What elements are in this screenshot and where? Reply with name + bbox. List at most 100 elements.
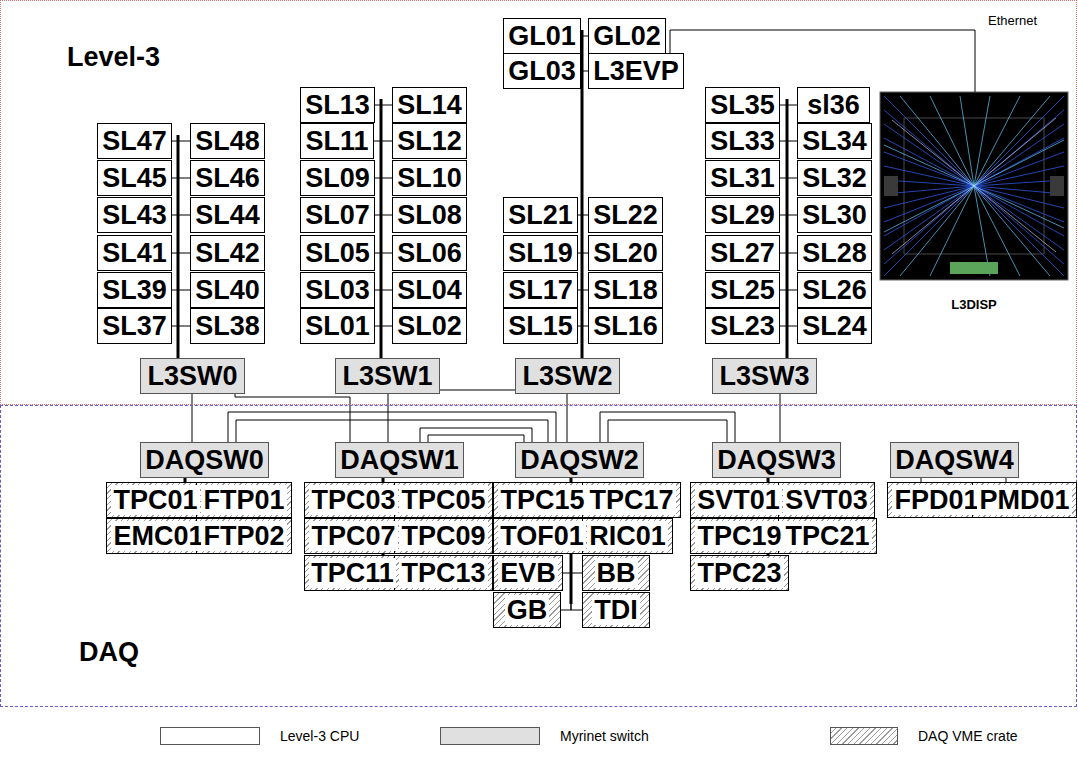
myrinet-link	[172, 290, 178, 358]
myrinet-link	[608, 420, 727, 442]
cpu-label: SL15	[508, 311, 573, 341]
cpu-box: SL46	[190, 160, 265, 196]
cpu-box: SL18	[588, 272, 663, 308]
cpu-box: SL01	[300, 308, 375, 344]
cpu-label: SL26	[802, 275, 867, 305]
myrinet-link	[178, 326, 190, 358]
cpu-label: sl36	[807, 90, 860, 120]
switch-label: DAQSW3	[717, 445, 836, 475]
switch-box: DAQSW2	[515, 442, 644, 478]
edge-label: Ethernet	[988, 13, 1037, 28]
switch-label: DAQSW0	[145, 445, 264, 475]
cpu-label: GL01	[508, 21, 576, 51]
switch-label: L3SW3	[719, 361, 809, 391]
crate-label: PMD01	[977, 485, 1071, 515]
cpu-box: SL07	[300, 197, 375, 233]
cpu-label: SL16	[593, 311, 658, 341]
crate-box: TPC21	[778, 518, 877, 554]
cpu-label: SL10	[397, 163, 462, 193]
crate-label: TPC13	[399, 558, 487, 588]
cpu-box: SL39	[97, 272, 172, 308]
myrinet-link	[178, 290, 190, 358]
cpu-label: SL17	[508, 275, 573, 305]
switch-box: DAQSW3	[712, 442, 841, 478]
cpu-box: SL28	[797, 235, 872, 271]
crate-label: BB	[595, 558, 638, 588]
legend-text: Myrinet switch	[560, 728, 649, 744]
cpu-box: SL15	[503, 308, 578, 344]
legend-swatch	[440, 727, 540, 745]
cpu-label: SL02	[397, 311, 462, 341]
crate-label: TPC03	[309, 485, 397, 515]
particle-tracks	[892, 118, 1056, 254]
cpu-box: SL23	[705, 308, 780, 344]
cpu-box: SL27	[705, 235, 780, 271]
myrinet-link	[787, 215, 797, 358]
myrinet-link	[172, 253, 178, 358]
cpu-box: SL31	[705, 160, 780, 196]
cpu-box: SL13	[300, 87, 375, 123]
cpu-label: SL08	[397, 200, 462, 230]
switch-box: DAQSW0	[140, 442, 269, 478]
cpu-label: SL22	[593, 200, 658, 230]
cpu-label: SL45	[102, 163, 167, 193]
cpu-label: SL46	[195, 163, 260, 193]
myrinet-link	[780, 215, 787, 358]
myrinet-link	[670, 30, 975, 92]
cpu-box: SL37	[97, 308, 172, 344]
legend-swatch	[160, 727, 260, 745]
crate-label: RIC01	[587, 521, 668, 551]
cpu-label: SL29	[710, 200, 775, 230]
cpu-box: SL20	[588, 235, 663, 271]
crate-box: FTP01	[196, 482, 292, 518]
cpu-box: SL17	[503, 272, 578, 308]
crate-box: SVT01	[690, 482, 787, 518]
switch-box: L3SW2	[515, 358, 620, 394]
cpu-box: SL42	[190, 235, 265, 271]
cpu-label: SL32	[802, 163, 867, 193]
crate-box: BB	[582, 555, 650, 591]
cpu-label: SL09	[305, 163, 370, 193]
myrinet-link	[420, 428, 532, 442]
myrinet-link	[172, 215, 178, 358]
myrinet-link	[787, 253, 797, 358]
cpu-label: SL41	[102, 238, 167, 268]
cpu-label: SL27	[710, 238, 775, 268]
myrinet-link	[375, 290, 381, 358]
myrinet-link	[178, 141, 190, 358]
crate-box: TPC05	[394, 482, 493, 518]
crate-box: TPC23	[690, 555, 789, 591]
cpu-label: SL34	[802, 126, 867, 156]
myrinet-link	[375, 178, 381, 358]
myrinet-link	[787, 105, 797, 358]
myrinet-link	[375, 105, 381, 358]
cpu-label: SL38	[195, 311, 260, 341]
cpu-box: SL44	[190, 197, 265, 233]
crate-label: TPC11	[309, 558, 396, 588]
cpu-label: SL18	[593, 275, 658, 305]
myrinet-link	[578, 215, 582, 358]
myrinet-link	[375, 253, 381, 358]
cpu-box: SL35	[705, 87, 780, 123]
myrinet-link	[381, 141, 392, 358]
cpu-box: SL32	[797, 160, 872, 196]
cpu-box: SL47	[97, 123, 172, 159]
switch-label: L3SW2	[522, 361, 612, 391]
cpu-label: SL47	[102, 126, 167, 156]
cpu-box: SL12	[392, 123, 467, 159]
cpu-label: SL37	[102, 311, 167, 341]
crate-box: TPC17	[582, 482, 681, 518]
region-heading: Level-3	[67, 42, 160, 72]
cpu-label: SL24	[802, 311, 867, 341]
cpu-label: SL42	[195, 238, 260, 268]
crate-box: TOF01	[493, 518, 591, 554]
crate-label: SVT01	[695, 485, 782, 515]
cpu-label: SL40	[195, 275, 260, 305]
switch-box: DAQSW4	[890, 442, 1019, 478]
cpu-box: SL10	[392, 160, 467, 196]
cpu-box: GL02	[588, 18, 666, 54]
myrinet-link	[192, 394, 193, 442]
myrinet-link	[178, 178, 190, 358]
cpu-label: SL03	[305, 275, 370, 305]
